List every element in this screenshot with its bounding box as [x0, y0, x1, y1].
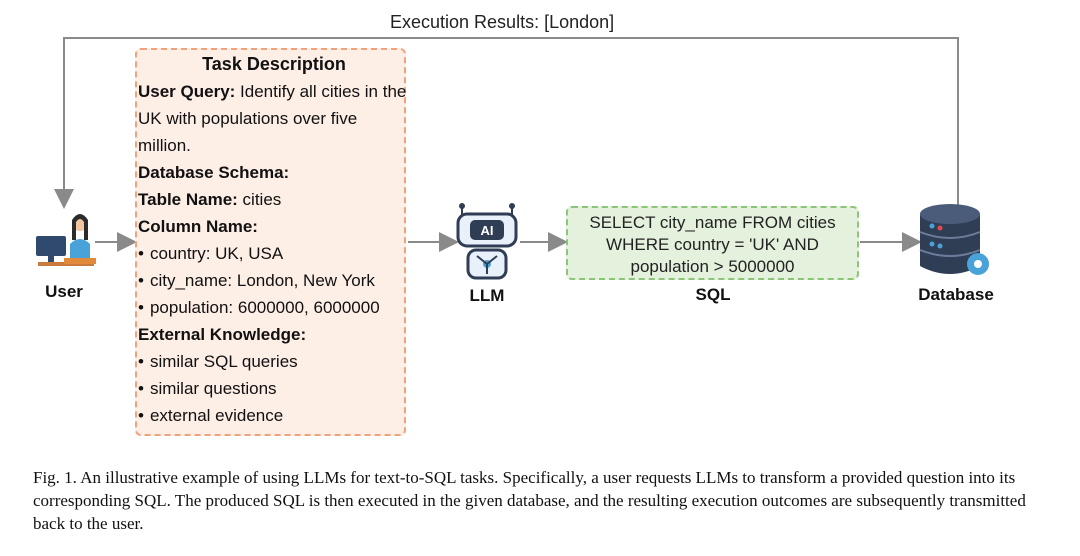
sql-line: population > 5000000 — [630, 257, 795, 276]
database-icon — [919, 204, 989, 275]
execution-results-label: Execution Results: [London] — [390, 12, 615, 32]
robot-icon: AI — [456, 203, 518, 280]
column-name-label: Column Name: — [138, 217, 258, 236]
external-item: similar questions — [138, 375, 410, 402]
table-name-label: Table Name: — [138, 190, 238, 209]
schema-label: Database Schema: — [138, 163, 290, 182]
sql-label: SQL — [696, 285, 731, 304]
external-knowledge-label: External Knowledge: — [138, 325, 307, 344]
column-item: population: 6000000, 6000000 — [138, 294, 410, 321]
table-name-value: cities — [237, 190, 282, 209]
external-item: external evidence — [138, 402, 410, 429]
ai-badge: AI — [481, 223, 494, 238]
sql-query: SELECT city_name FROM cities WHERE count… — [566, 212, 859, 278]
table-name: Table Name: cities — [138, 186, 410, 213]
column-item: country: UK, USA — [138, 240, 410, 267]
feedback-arrow — [54, 37, 959, 209]
user-query-text: Identify all cities in the UK with popul… — [138, 82, 407, 155]
user-label: User — [45, 282, 83, 301]
sql-line: SELECT city_name FROM cities — [589, 213, 836, 232]
user-icon — [36, 214, 96, 266]
figure-caption: Fig. 1. An illustrative example of using… — [33, 468, 1026, 533]
user-query-label: User Query: — [138, 82, 236, 101]
database-label: Database — [918, 285, 994, 304]
llm-label: LLM — [470, 286, 505, 305]
user-query: User Query: Identify all cities in the U… — [138, 78, 410, 159]
external-item: similar SQL queries — [138, 348, 410, 375]
sql-line: WHERE country = 'UK' AND — [606, 235, 819, 254]
column-item: city_name: London, New York — [138, 267, 410, 294]
task-description-content: Task Description User Query: Identify al… — [138, 52, 410, 429]
sql-box — [566, 206, 859, 280]
task-title: Task Description — [202, 54, 346, 74]
